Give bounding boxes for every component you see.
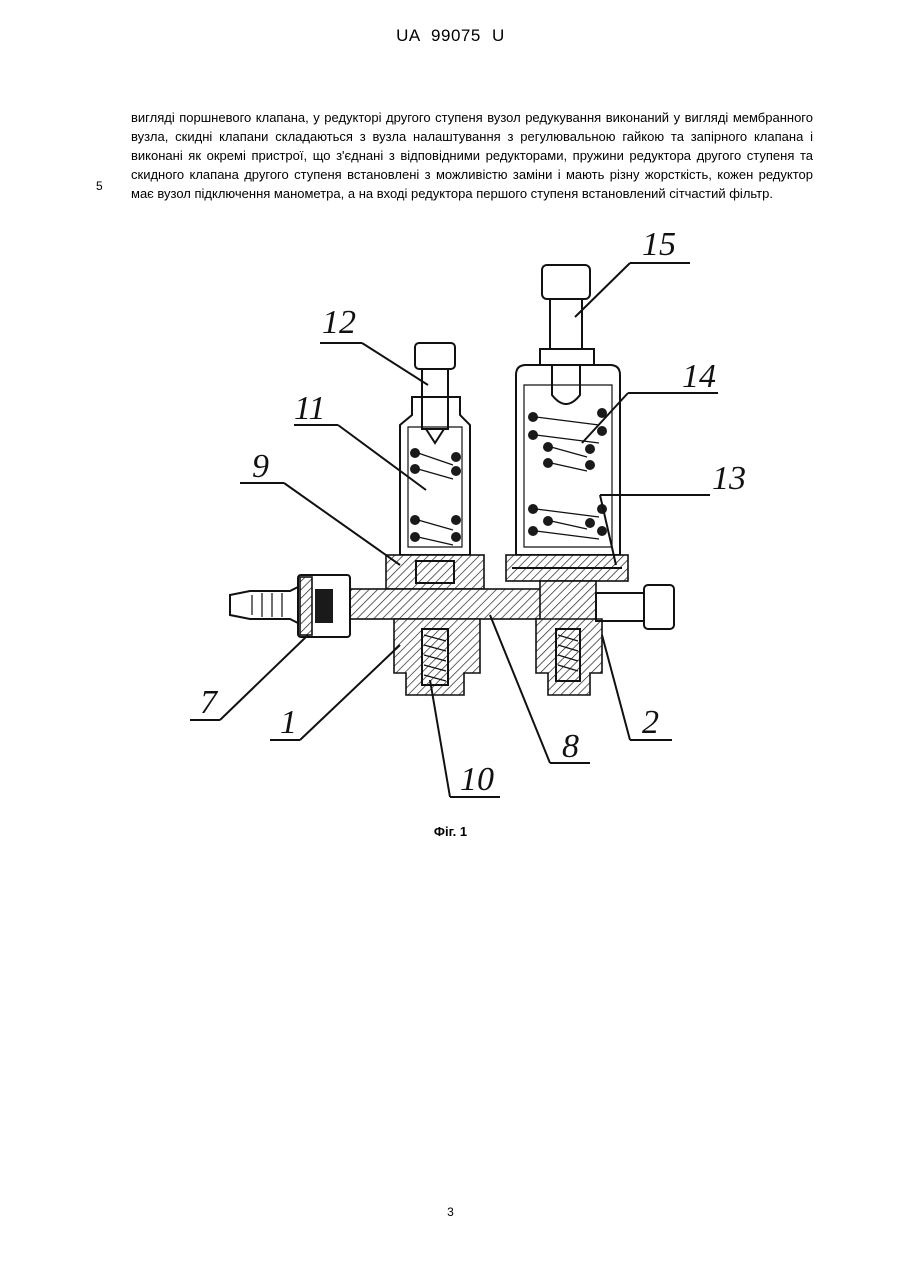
label-13: 13 — [712, 460, 746, 497]
document-header: UA 99075 U — [0, 26, 901, 46]
label-10: 10 — [460, 761, 494, 798]
label-15: 15 — [642, 226, 676, 263]
page-number: 3 — [0, 1205, 901, 1219]
label-14: 14 — [682, 358, 716, 395]
body-paragraph: вигляді поршневого клапана, у редукторі … — [131, 108, 813, 203]
inlet-fitting — [230, 575, 350, 637]
label-1: 1 — [280, 704, 297, 741]
figure-caption: Фіг. 1 — [0, 824, 901, 839]
label-11: 11 — [294, 390, 325, 427]
label-12: 12 — [322, 304, 356, 341]
right-reducer-assembly — [506, 265, 674, 695]
left-reducer-assembly — [350, 343, 550, 695]
label-2: 2 — [642, 704, 659, 741]
valve-drawing: 12 11 9 7 1 10 8 2 13 14 15 — [190, 225, 750, 805]
label-8: 8 — [562, 728, 579, 765]
label-9: 9 — [252, 448, 269, 485]
line-number: 5 — [96, 179, 103, 193]
label-7: 7 — [200, 684, 219, 721]
